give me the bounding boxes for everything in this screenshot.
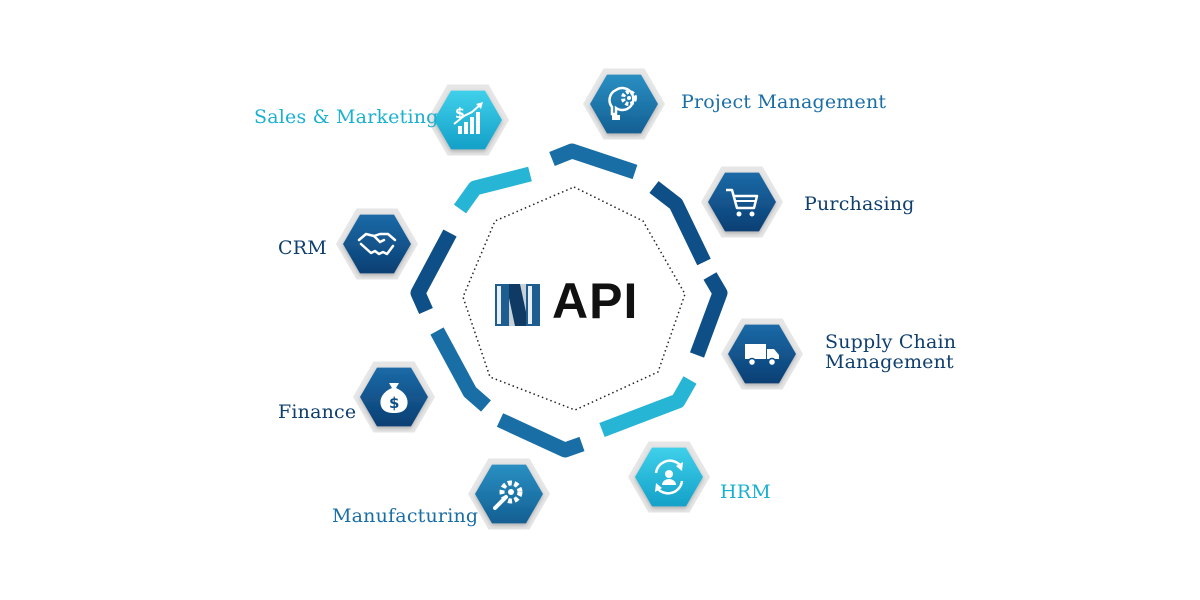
inner-dotted-octagon: [462, 186, 686, 411]
svg-text:$: $: [455, 106, 465, 122]
ring-segment: [430, 327, 491, 412]
module-label-crm: CRM: [278, 238, 327, 258]
module-finance: $: [353, 361, 435, 433]
module-sales-marketing: $: [427, 84, 509, 156]
module-project-management: [583, 68, 665, 140]
chart-dollar-icon: $: [453, 102, 483, 134]
netsuite-logo: [495, 284, 540, 326]
module-label-manufacturing: Manufacturing: [332, 506, 478, 526]
ring-segment: [599, 376, 697, 438]
module-label-text: Sales & Marketing: [254, 106, 439, 128]
delivery-truck-icon: [745, 344, 779, 367]
module-label-text: Finance: [278, 401, 357, 423]
module-manufacturing: [468, 458, 550, 530]
ring-segment: [496, 413, 585, 458]
module-label-text: Project Management: [681, 91, 887, 113]
module-label-text: CRM: [278, 237, 327, 259]
ring-segments: [410, 143, 728, 458]
ring-segment: [649, 181, 711, 266]
user-cycle-icon: [654, 459, 684, 495]
module-label-purchasing: Purchasing: [804, 194, 915, 214]
ring-segment: [689, 272, 728, 358]
wrench-gear-icon: [493, 480, 523, 510]
module-supply-chain: [721, 318, 803, 390]
module-label-sales-marketing: Sales & Marketing: [254, 107, 439, 127]
ring-segment: [549, 143, 638, 180]
module-label-text: HRM: [720, 481, 771, 503]
shopping-cart-icon: [726, 188, 759, 217]
module-label-text: Purchasing: [804, 193, 915, 215]
ring-segment: [453, 166, 532, 214]
module-label-finance: Finance: [278, 402, 356, 422]
module-crm: [336, 208, 418, 280]
svg-text:$: $: [389, 394, 399, 412]
module-hex: [343, 214, 411, 274]
ring-segment: [410, 229, 457, 315]
module-hrm: [628, 441, 710, 513]
module-label-text-line2: Management: [825, 351, 954, 373]
money-bag-icon: $: [380, 383, 408, 413]
module-label-text: Manufacturing: [332, 505, 479, 527]
module-label-text: Supply Chain: [825, 331, 957, 353]
module-hex: [434, 90, 502, 150]
module-label-project-management: Project Management: [681, 92, 886, 112]
module-label-hrm: HRM: [720, 482, 771, 502]
module-purchasing: [701, 166, 783, 238]
handshake-icon: [357, 232, 397, 256]
module-hex: [590, 74, 658, 134]
lightbulb-gear-icon: [608, 86, 637, 120]
api-title: API: [552, 273, 639, 329]
